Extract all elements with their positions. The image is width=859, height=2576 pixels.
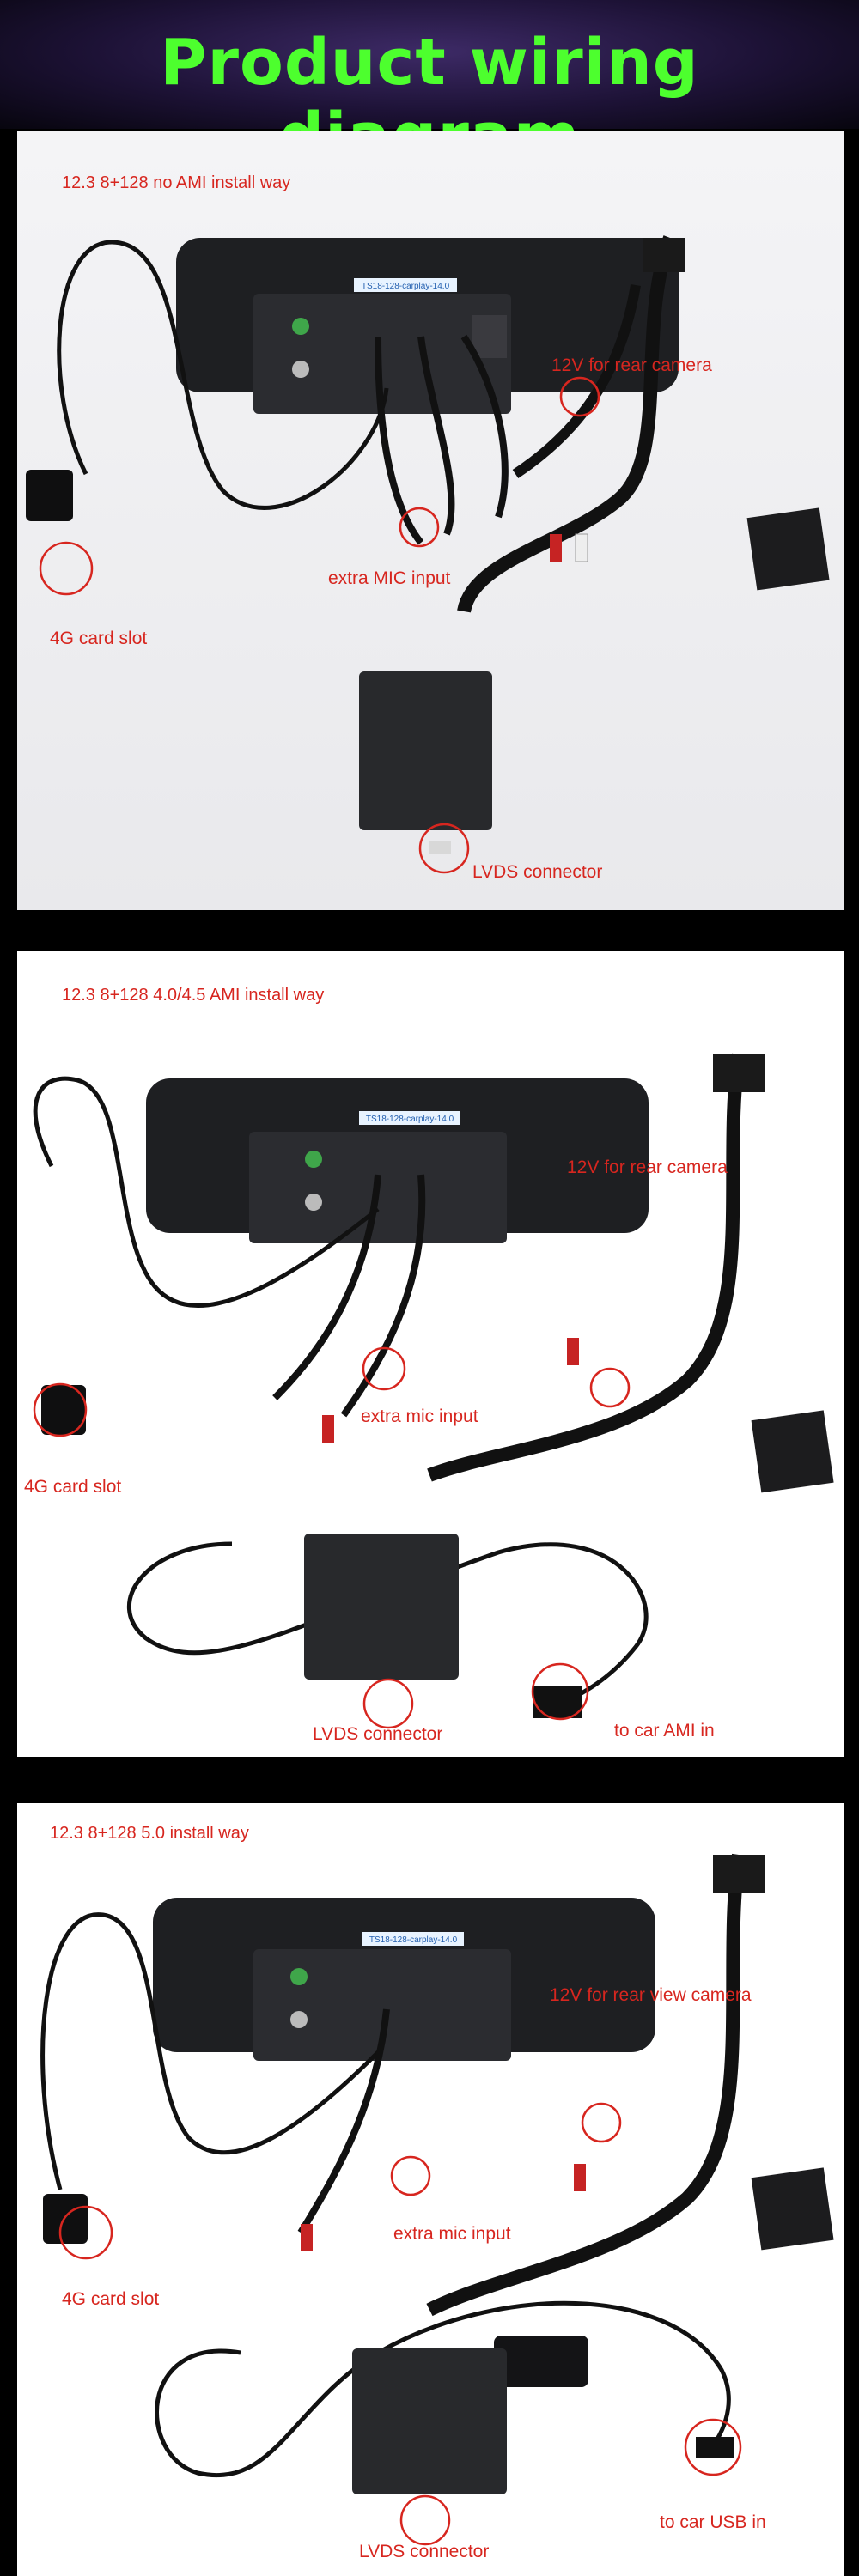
mount-screw [292,318,309,335]
mic-label: extra MIC input [328,568,450,589]
mount-screw [305,1194,322,1211]
quadlock-connector [747,507,830,590]
usb-adapter-box [494,2336,588,2387]
mic-highlight [392,2157,430,2195]
wiring-photo-ami: TS18-128-carplay-14.0 [17,951,844,1757]
card-slot-label: 4G card slot [50,629,147,649]
connector-port [472,315,507,358]
lvds-highlight [364,1680,412,1728]
usb-plug [696,2437,734,2458]
quadlock-connector [752,1410,834,1492]
rca-red [567,1338,579,1365]
camera-label: 12V for rear view camera [550,1985,752,2006]
lvds-highlight [401,2496,449,2544]
wiring-photo-no-ami: TS18-128-carplay-14.0 [17,131,844,910]
wiring-panel-ami: TS18-128-carplay-14.0 12.3 8+128 4.0/4.5… [17,951,844,1757]
sticker-text: TS18-128-carplay-14.0 [366,1115,454,1124]
lvds-label: LVDS connector [472,862,602,883]
ami-label: to car AMI in [614,1721,715,1741]
rca-white [576,534,588,562]
camera-label: 12V for rear camera [567,1157,728,1178]
lvds-box [352,2348,507,2494]
card-slot-highlight [40,543,92,594]
wiring-panel-no-ami: TS18-128-carplay-14.0 12.3 8+128 no AMI … [17,131,844,910]
quadlock-connector [752,2167,834,2250]
header-banner: Product wiring diagram [0,0,859,129]
mount-screw [290,2011,308,2028]
mount-screw [290,1968,308,1985]
panel-title: 12.3 8+128 no AMI install way [62,173,290,193]
camera-highlight [582,2104,620,2142]
card-slot-label: 4G card slot [24,1477,121,1498]
mic-label: extra mic input [361,1406,478,1427]
rca-red [574,2164,586,2191]
rca-red [301,2224,313,2251]
camera-label: 12V for rear camera [551,355,712,376]
mount-screw [305,1151,322,1168]
rca-red [322,1415,334,1443]
card-slot-label: 4G card slot [62,2289,159,2310]
mic-label: extra mic input [393,2224,511,2245]
wiring-panel-5-0: TS18-128-carplay-14.0 12.3 8+128 5.0 ins… [17,1803,844,2576]
camera-highlight [591,1369,629,1406]
harness-connector [713,1054,765,1092]
lvds-box [359,671,492,830]
sticker-text: TS18-128-carplay-14.0 [369,1935,458,1945]
lvds-label: LVDS connector [313,1724,442,1745]
4g-card-module [26,470,73,521]
lvds-label: LVDS connector [359,2542,489,2562]
panel-title: 12.3 8+128 5.0 install way [50,1824,249,1844]
ami-plug [533,1686,582,1718]
panel-title: 12.3 8+128 4.0/4.5 AMI install way [62,986,324,1005]
mount-screw [292,361,309,378]
wiring-photo-5-0: TS18-128-carplay-14.0 [17,1803,844,2576]
lvds-box [304,1534,459,1680]
sticker-text: TS18-128-carplay-14.0 [362,282,450,291]
lvds-plug [430,841,451,854]
rca-red [550,534,562,562]
harness-connector [713,1855,765,1893]
harness-connector [643,238,685,272]
usb-label: to car USB in [660,2512,766,2533]
